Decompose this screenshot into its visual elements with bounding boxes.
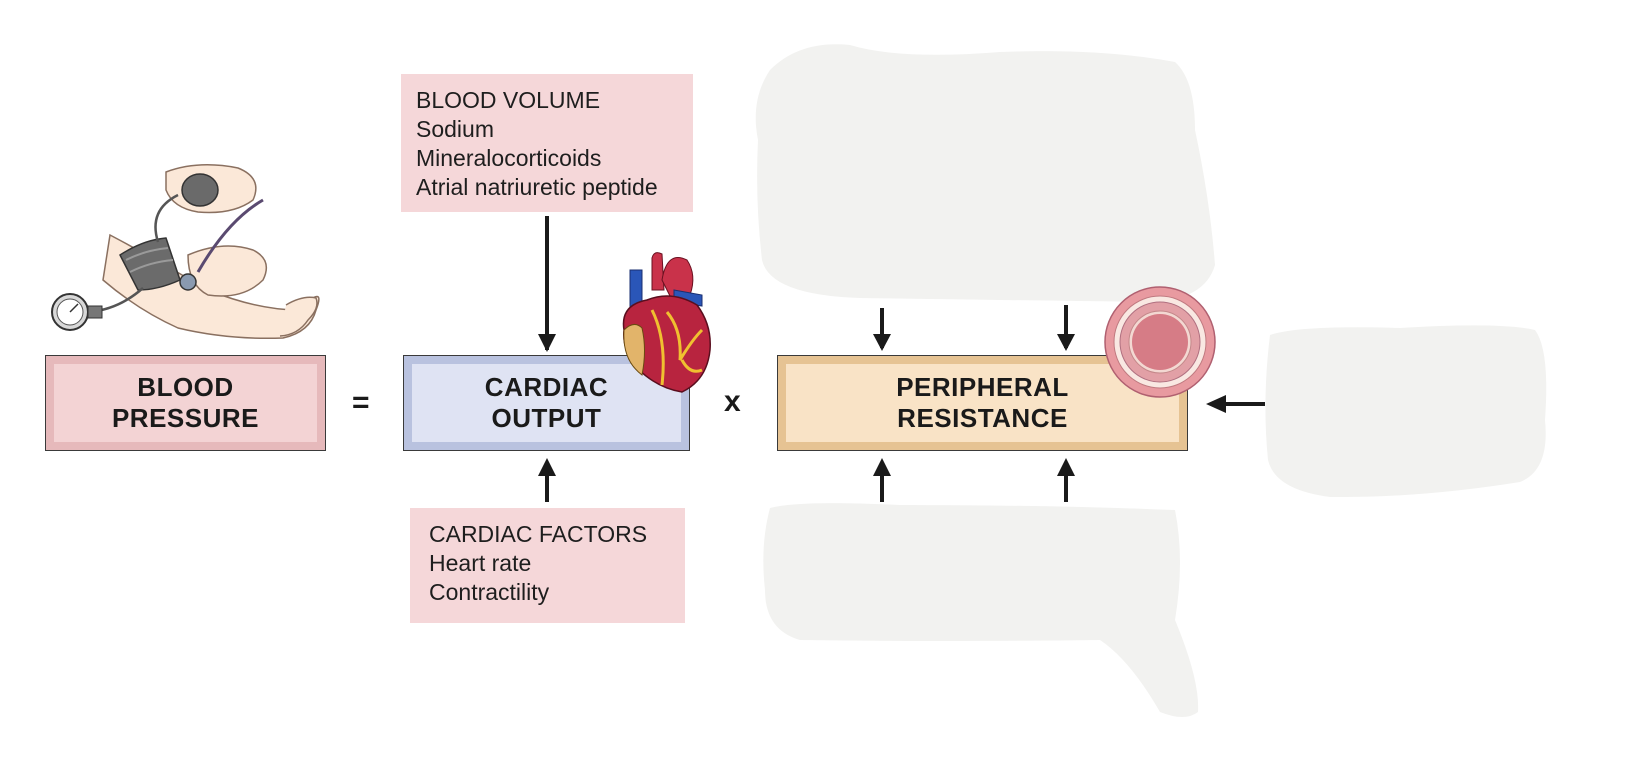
- arrow-top-left-to-resistance: [873, 308, 891, 351]
- blood-volume-item-mineralocorticoids: Mineralocorticoids: [416, 145, 602, 171]
- cardiac-output-box: CARDIAC OUTPUT: [403, 355, 690, 451]
- arrow-right-to-resistance: [1206, 395, 1265, 413]
- blood-pressure-box: BLOOD PRESSURE: [45, 355, 326, 451]
- arrow-blood-volume-to-cardiac-output: [538, 216, 556, 352]
- peripheral-resistance-box: PERIPHERAL RESISTANCE: [777, 355, 1188, 451]
- arrow-bottom-right-to-resistance: [1057, 458, 1075, 502]
- equals-sign: =: [352, 386, 370, 419]
- peripheral-resistance-label-line1: PERIPHERAL: [896, 372, 1069, 402]
- peripheral-resistance-label-line2: RESISTANCE: [897, 403, 1068, 433]
- arrow-bottom-left-to-resistance: [873, 458, 891, 502]
- heart-illustration: [622, 252, 711, 393]
- blood-volume-item-sodium: Sodium: [416, 116, 494, 142]
- blood-pressure-cuff-illustration: [51, 164, 320, 340]
- blood-pressure-label-line2: PRESSURE: [111, 403, 260, 433]
- blood-vessel-cross-section-icon: [1104, 286, 1216, 398]
- cardiac-factors-item-contractility: Contractility: [429, 579, 550, 605]
- blood-pressure-label-line1: BLOOD: [137, 372, 234, 402]
- arrow-top-right-to-resistance: [1057, 305, 1075, 351]
- cardiac-output-label-line2: OUTPUT: [491, 403, 602, 433]
- cardiac-factors-item-heart-rate: Heart rate: [429, 550, 532, 576]
- cardiac-factors-heading: CARDIAC FACTORS: [429, 521, 648, 547]
- times-sign: x: [724, 385, 741, 418]
- blood-volume-item-anp: Atrial natriuretic peptide: [416, 174, 658, 200]
- cardiac-factors-box: CARDIAC FACTORS Heart rate Contractility: [410, 508, 685, 623]
- blood-volume-heading: BLOOD VOLUME: [416, 87, 601, 113]
- arrow-cardiac-factors-to-cardiac-output: [538, 458, 556, 502]
- blood-volume-box: BLOOD VOLUME Sodium Mineralocorticoids A…: [401, 74, 693, 212]
- cardiac-output-label-line1: CARDIAC: [484, 372, 609, 402]
